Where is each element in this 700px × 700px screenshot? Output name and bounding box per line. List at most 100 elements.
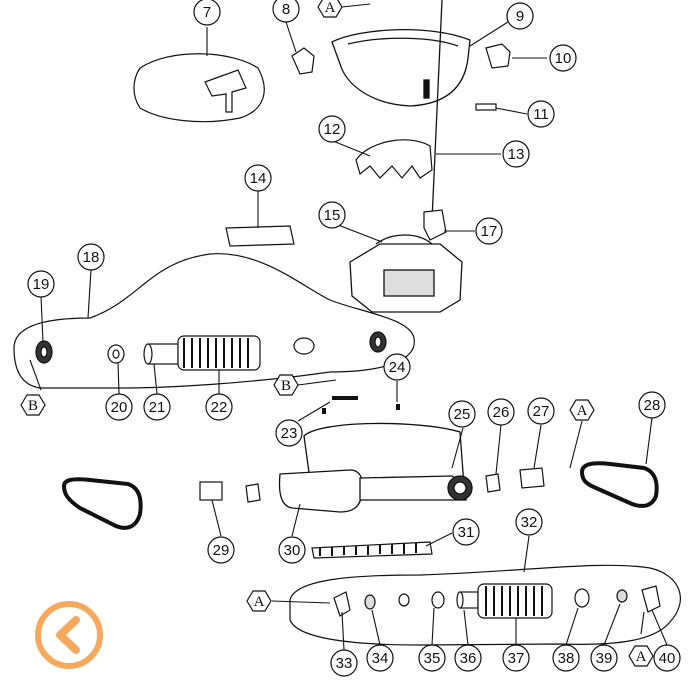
reference-a-0: A: [317, 0, 343, 18]
callout-7: 7: [193, 0, 221, 26]
part-bracket-40: [641, 585, 661, 613]
back-button-ring: [35, 601, 103, 669]
callout-circle: [454, 644, 482, 672]
callout-circle: [27, 270, 55, 298]
reference-letter: B: [28, 398, 38, 414]
callout-number: 9: [516, 8, 524, 25]
callout-circle: [502, 140, 530, 168]
callout-30: 30: [278, 536, 306, 564]
part-filter-17: [225, 225, 295, 247]
callout-number: 31: [458, 524, 475, 541]
callout-18: 18: [77, 243, 105, 271]
callout-9: 9: [506, 2, 534, 30]
reference-hexagon: [20, 394, 46, 416]
callout-21: 21: [143, 393, 171, 421]
part-shaft-21: [143, 343, 179, 365]
subassembly-outline-32: [289, 564, 681, 646]
callout-number: 10: [555, 50, 572, 67]
callout-26: 26: [487, 398, 515, 426]
callout-number: 32: [521, 514, 538, 531]
part-motor-18: [349, 234, 463, 313]
part-bearing-14: [35, 340, 53, 364]
callout-circle: [475, 217, 503, 245]
reference-hexagon: [273, 374, 299, 396]
reference-letter: B: [281, 378, 291, 394]
callout-number: 11: [533, 106, 549, 123]
callout-36: 36: [454, 644, 482, 672]
reference-b-2: B: [20, 394, 46, 416]
callout-20: 20: [105, 393, 133, 421]
part-latch-10: [485, 43, 511, 69]
part-shaft-36: [456, 591, 479, 609]
callout-circle: [515, 508, 543, 536]
subassembly-outline-15: [13, 253, 415, 389]
callout-circle: [330, 649, 358, 677]
part-hub-38: [574, 588, 590, 608]
callout-number: 25: [454, 406, 471, 423]
callout-circle: [193, 0, 221, 26]
callout-number: 20: [111, 399, 128, 416]
callout-number: 13: [508, 146, 525, 163]
callout-number: 37: [508, 650, 525, 667]
callout-circle: [275, 419, 303, 447]
part-clip-29: [519, 467, 545, 489]
callout-circle: [549, 44, 577, 72]
callout-circle: [653, 644, 681, 672]
callout-17: 17: [475, 217, 503, 245]
callout-circle: [502, 644, 530, 672]
back-button[interactable]: [34, 600, 104, 670]
callout-number: 19: [33, 276, 50, 293]
callout-circle: [527, 397, 555, 425]
callout-22: 22: [205, 393, 233, 421]
callout-29: 29: [207, 536, 235, 564]
reference-a-5: A: [628, 645, 654, 667]
cable-line: [431, 0, 443, 221]
callout-number: 29: [213, 542, 230, 559]
callout-number: 33: [336, 655, 353, 672]
callout-number: 12: [324, 121, 341, 138]
callout-number: 26: [493, 404, 510, 421]
callout-14: 14: [244, 164, 272, 192]
callout-circle: [552, 644, 580, 672]
part-bracket-33: [333, 591, 351, 617]
callout-circle: [487, 398, 515, 426]
callout-number: 8: [282, 1, 290, 18]
callout-number: 28: [644, 397, 661, 414]
callout-circle: [527, 100, 555, 128]
callout-40: 40: [653, 644, 681, 672]
reference-a-3: A: [569, 399, 595, 421]
part-chassis-26: [278, 422, 473, 513]
part-clip-25: [199, 481, 261, 503]
callout-24: 24: [383, 353, 411, 381]
leader-lines: [29, 3, 668, 651]
callout-number: 24: [389, 359, 406, 376]
callout-number: 22: [211, 399, 228, 416]
reference-letter: A: [325, 0, 336, 16]
callout-circle: [638, 391, 666, 419]
part-brush-37: [477, 583, 553, 619]
callout-number: 15: [324, 207, 341, 224]
callout-number: 27: [533, 403, 550, 420]
callout-circle: [278, 536, 306, 564]
callout-39: 39: [590, 644, 618, 672]
callout-27: 27: [527, 397, 555, 425]
callout-32: 32: [515, 508, 543, 536]
reference-hexagon: [317, 0, 343, 18]
callout-circle: [506, 2, 534, 30]
callout-circle: [77, 243, 105, 271]
callout-31: 31: [452, 518, 480, 546]
callout-number: 21: [149, 399, 166, 416]
callout-circle: [452, 518, 480, 546]
callout-number: 34: [372, 650, 389, 667]
callout-circle: [207, 536, 235, 564]
callout-15: 15: [318, 201, 346, 229]
callout-circle: [590, 644, 618, 672]
callout-circle: [205, 393, 233, 421]
callout-19: 19: [27, 270, 55, 298]
reference-hexagon: [569, 399, 595, 421]
callout-number: 36: [460, 650, 477, 667]
callout-circle: [448, 400, 476, 428]
callout-number: 7: [203, 4, 211, 21]
